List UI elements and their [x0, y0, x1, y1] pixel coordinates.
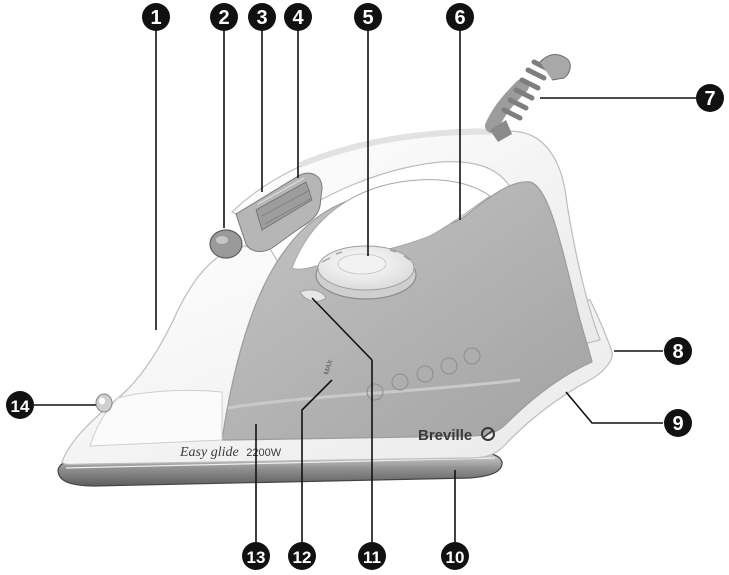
water-fill-inlet: [299, 289, 327, 302]
svg-text:13: 13: [247, 548, 266, 567]
round-steam-button: [209, 229, 243, 259]
power-cord-swivel: [485, 54, 571, 142]
iron-illustration: MAX Breville Easy glide 2200W: [57, 54, 613, 487]
svg-text:4: 4: [292, 7, 304, 29]
svg-text:1: 1: [150, 7, 161, 29]
callout-13: 13: [242, 542, 270, 570]
callout-10: 10: [441, 542, 469, 570]
svg-text:5: 5: [362, 7, 373, 29]
callout-12: 12: [288, 542, 316, 570]
svg-text:7: 7: [704, 88, 715, 110]
svg-text:14: 14: [11, 397, 30, 416]
callout-5: 5: [354, 3, 382, 31]
brand-logo: Breville: [418, 427, 472, 444]
svg-text:3: 3: [256, 7, 267, 29]
callout-2: 2: [210, 3, 238, 31]
setting-symbol-icon: [463, 347, 481, 365]
setting-symbol-icon: [416, 365, 434, 383]
callout-11: 11: [358, 542, 386, 570]
svg-text:6: 6: [454, 7, 465, 29]
svg-text:9: 9: [672, 413, 683, 435]
callout-4: 4: [284, 3, 312, 31]
model-name: Easy glide 2200W: [179, 445, 282, 460]
callout-9: 9: [664, 409, 692, 437]
svg-text:2: 2: [218, 7, 229, 29]
max-fill-mark: MAX: [323, 359, 334, 376]
callouts: 1 2 3 4 5 6 7 8 9 10 11 12 13 14: [6, 3, 724, 570]
callout-14: 14: [6, 391, 34, 419]
svg-text:11: 11: [363, 548, 381, 567]
callout-3: 3: [248, 3, 276, 31]
callout-8: 8: [664, 337, 692, 365]
leader-lines: [34, 30, 697, 544]
svg-text:8: 8: [672, 341, 683, 363]
callout-1: 1: [142, 3, 170, 31]
svg-text:MAX: MAX: [323, 359, 334, 376]
setting-symbol-icon: [366, 383, 384, 401]
setting-symbols: [366, 347, 481, 401]
setting-symbol-icon: [440, 357, 458, 375]
svg-text:12: 12: [293, 548, 312, 567]
setting-symbol-icon: [391, 373, 409, 391]
callout-7: 7: [696, 84, 724, 112]
svg-text:10: 10: [446, 548, 465, 567]
brand-logo-icon: [481, 427, 495, 441]
callout-6: 6: [446, 3, 474, 31]
